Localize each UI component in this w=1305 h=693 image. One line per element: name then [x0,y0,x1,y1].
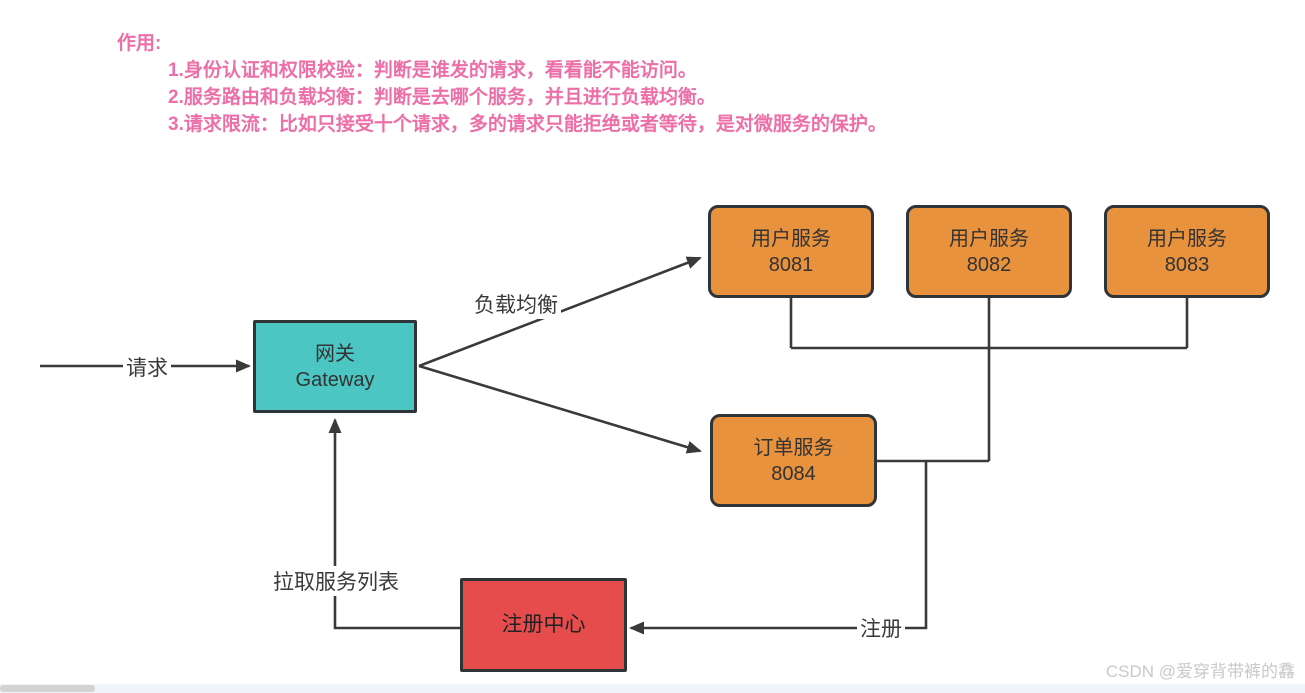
horizontal-scrollbar-track[interactable] [0,684,1305,693]
edge-gateway-order [418,364,702,454]
note-point-2: 2.服务路由和负载均衡：判断是去哪个服务，并且进行负载均衡。 [168,87,716,108]
node-user-service-8082[interactable]: 用户服务 8082 [906,205,1072,298]
node-user2-title: 用户服务 [949,227,1029,250]
edge-register [629,461,928,635]
node-gateway[interactable]: 网关 Gateway [253,320,417,413]
edge-label-pull-services: 拉取服务列表 [270,566,402,596]
edge-label-load-balance: 负载均衡 [471,289,561,319]
edge-label-register: 注册 [857,613,905,643]
node-user3-port: 8083 [1164,253,1210,276]
node-user3-title: 用户服务 [1147,227,1227,250]
horizontal-scrollbar-thumb[interactable] [0,685,95,692]
node-user-service-8083[interactable]: 用户服务 8083 [1104,205,1270,298]
node-user1-title: 用户服务 [751,227,831,250]
edge-label-request: 请求 [123,352,171,382]
node-user-service-8081[interactable]: 用户服务 8081 [708,205,874,298]
node-registry-title: 注册中心 [501,613,586,636]
node-order-port: 8084 [771,462,816,485]
node-gateway-subtitle: Gateway [295,368,375,391]
note-point-3: 3.请求限流：比如只接受十个请求，多的请求只能拒绝或者等待，是对微服务的保护。 [168,114,887,135]
note-point-1: 1.身份认证和权限校验：判断是谁发的请求，看看能不能访问。 [168,60,697,81]
node-user2-port: 8082 [966,253,1012,276]
notes-block: 作用: 1.身份认证和权限校验：判断是谁发的请求，看看能不能访问。 2.服务路由… [117,30,887,138]
edge-pull-services [328,418,460,630]
node-registry[interactable]: 注册中心 [460,578,627,672]
node-gateway-title: 网关 [315,342,355,365]
notes-title: 作用: [117,33,162,54]
node-user1-port: 8081 [768,253,814,276]
watermark: CSDN @爱穿背带裤的馫 [1105,662,1295,681]
node-order-title: 订单服务 [753,436,834,459]
node-order-service-8084[interactable]: 订单服务 8084 [710,414,877,507]
